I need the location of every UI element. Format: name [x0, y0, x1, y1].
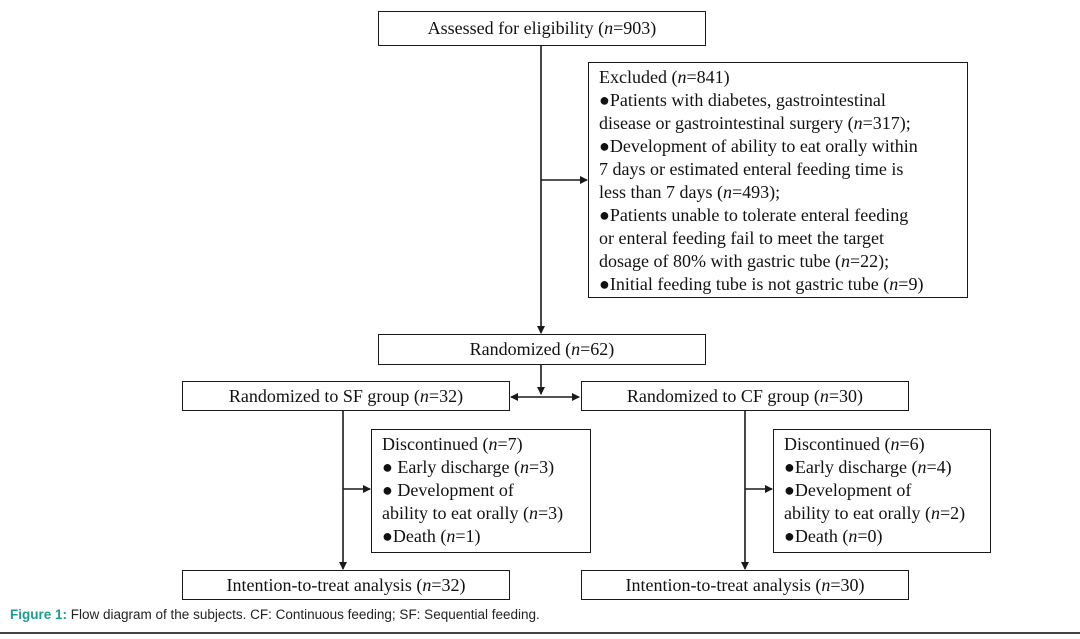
excluded-line: 7 days or estimated enteral feeding time…: [599, 159, 904, 179]
discontinued-sf-line: ability to eat orally (n=3): [382, 503, 564, 523]
figure-caption: Figure 1: Flow diagram of the subjects. …: [10, 607, 540, 622]
itt-sf-box: Intention-to-treat analysis (n=32): [182, 570, 510, 600]
discontinued-sf-line: ●Death (n=1): [382, 526, 481, 546]
cf-group-box: Randomized to CF group (n=30): [581, 381, 909, 411]
cf-group-label: Randomized to CF group (n=30): [626, 385, 864, 406]
excluded-box: Excluded (n=841) ●Patients with diabetes…: [588, 62, 968, 298]
discontinued-sf-box: Discontinued (n=7) ● Early discharge (n=…: [371, 429, 591, 553]
discontinued-sf-line: Discontinued (n=7): [382, 434, 523, 454]
randomized-box: Randomized (n=62): [378, 334, 706, 365]
excluded-line: disease or gastrointestinal surgery (n=3…: [599, 113, 911, 133]
assessed-box: Assessed for eligibility (n=903): [378, 11, 706, 46]
assessed-label: Assessed for eligibility (n=903): [427, 18, 657, 38]
itt-sf-label: Intention-to-treat analysis (n=32): [226, 574, 466, 595]
excluded-line: ●Patients with diabetes, gastrointestina…: [599, 90, 886, 110]
sf-group-box: Randomized to SF group (n=32): [182, 381, 510, 411]
discontinued-cf-box: Discontinued (n=6) ●Early discharge (n=4…: [773, 429, 991, 553]
randomized-label: Randomized (n=62): [469, 339, 615, 359]
sf-group-label: Randomized to SF group (n=32): [228, 385, 464, 406]
excluded-line: or enteral feeding fail to meet the targ…: [599, 228, 885, 248]
excluded-line: ●Patients unable to tolerate enteral fee…: [599, 205, 909, 225]
discontinued-cf-line: ●Early discharge (n=4): [784, 457, 952, 477]
excluded-line: ●Initial feeding tube is not gastric tub…: [599, 274, 924, 294]
discontinued-sf-line: ● Early discharge (n=3): [382, 457, 555, 477]
discontinued-cf-line: Discontinued (n=6): [784, 434, 925, 454]
excluded-title: Excluded (n=841): [599, 67, 730, 87]
bottom-rule: [0, 632, 1080, 634]
discontinued-sf-line: ● Development of: [382, 480, 514, 500]
figure-caption-text: Flow diagram of the subjects. CF: Contin…: [67, 607, 540, 622]
discontinued-cf-line: ●Development of: [784, 480, 912, 500]
itt-cf-box: Intention-to-treat analysis (n=30): [581, 570, 909, 600]
itt-cf-label: Intention-to-treat analysis (n=30): [625, 574, 865, 595]
figure-caption-label: Figure 1:: [10, 607, 68, 622]
discontinued-cf-line: ability to eat orally (n=2): [784, 503, 966, 523]
discontinued-cf-line: ●Death (n=0): [784, 526, 883, 546]
excluded-line: less than 7 days (n=493);: [599, 182, 781, 202]
excluded-line: ●Development of ability to eat orally wi…: [599, 136, 918, 156]
excluded-line: dosage of 80% with gastric tube (n=22);: [599, 251, 890, 271]
